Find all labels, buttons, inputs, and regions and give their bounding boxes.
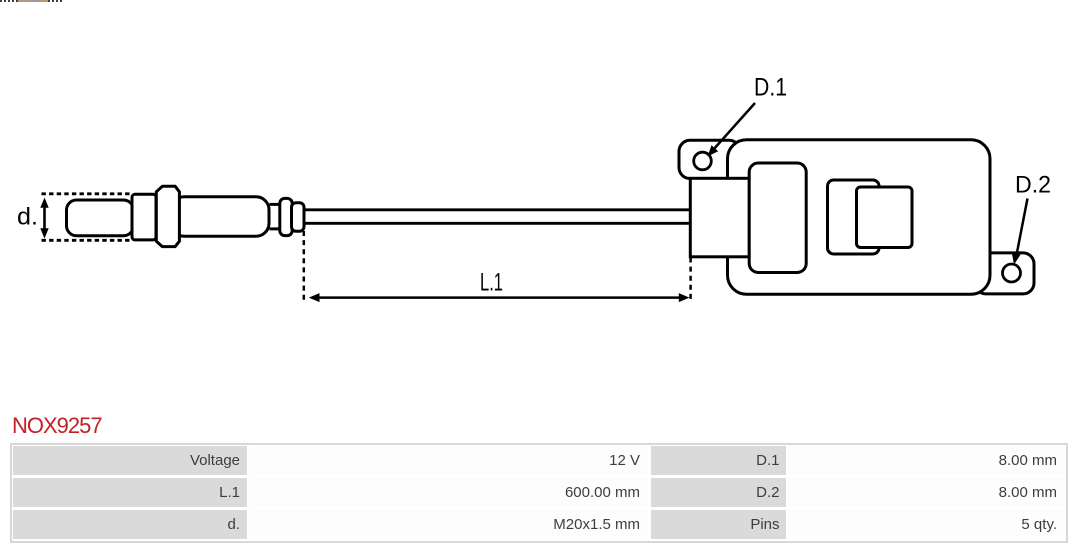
- svg-text:D.1: D.1: [754, 74, 787, 102]
- svg-text:d.: d.: [17, 204, 38, 231]
- svg-text:D.2: D.2: [1015, 171, 1051, 198]
- svg-text:L.1: L.1: [480, 268, 503, 296]
